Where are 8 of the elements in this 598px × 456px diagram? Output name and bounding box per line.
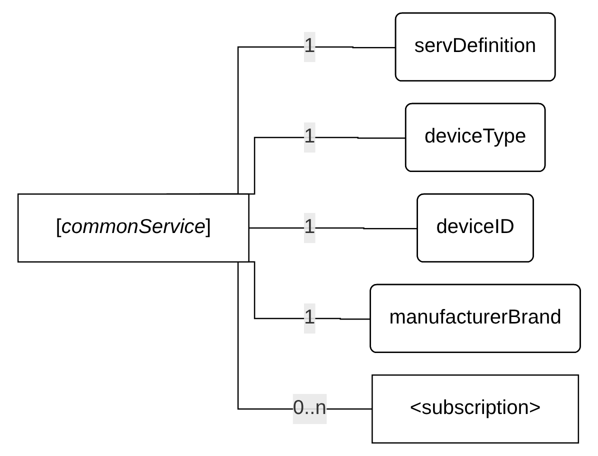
node-box: [commonService] bbox=[17, 193, 250, 263]
edge-label: 0..n bbox=[292, 398, 326, 420]
connector bbox=[248, 227, 418, 230]
edge-label: 1 bbox=[304, 216, 316, 238]
edge-label: 1 bbox=[304, 36, 316, 58]
edge-label: 1 bbox=[304, 307, 316, 329]
edge-label: 1 bbox=[304, 126, 316, 148]
node-box: <subscription> bbox=[371, 374, 579, 444]
